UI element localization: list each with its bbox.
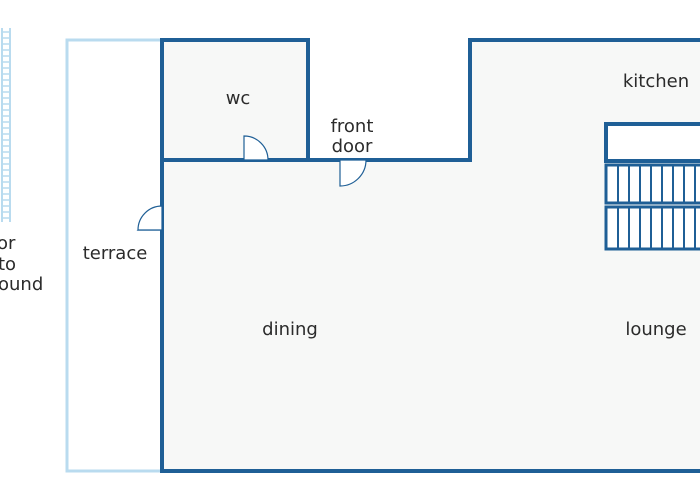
wc-door: [243, 135, 269, 161]
side-label-line3: ound: [0, 274, 43, 295]
front-door-label-line2: door: [332, 136, 373, 157]
dining-label: dining: [262, 319, 318, 340]
wc-floor: [162, 40, 308, 160]
staircase: [604, 122, 700, 251]
wc-label: wc: [226, 88, 251, 109]
kitchen-label: kitchen: [623, 71, 689, 92]
lounge-label: lounge: [625, 319, 686, 340]
terrace-door: [136, 204, 163, 231]
side-label-line1: or: [0, 233, 16, 254]
terrace-outline: [65, 38, 162, 473]
left-fence: [1, 28, 11, 222]
main-floor: [162, 40, 700, 472]
outer-wall-left-bottom: [160, 38, 700, 473]
front-door: [339, 159, 367, 187]
terrace-label: terrace: [83, 243, 148, 264]
side-label-line2: to: [0, 254, 16, 275]
front-door-label-line1: front: [331, 116, 374, 137]
main-walls: [160, 38, 700, 162]
